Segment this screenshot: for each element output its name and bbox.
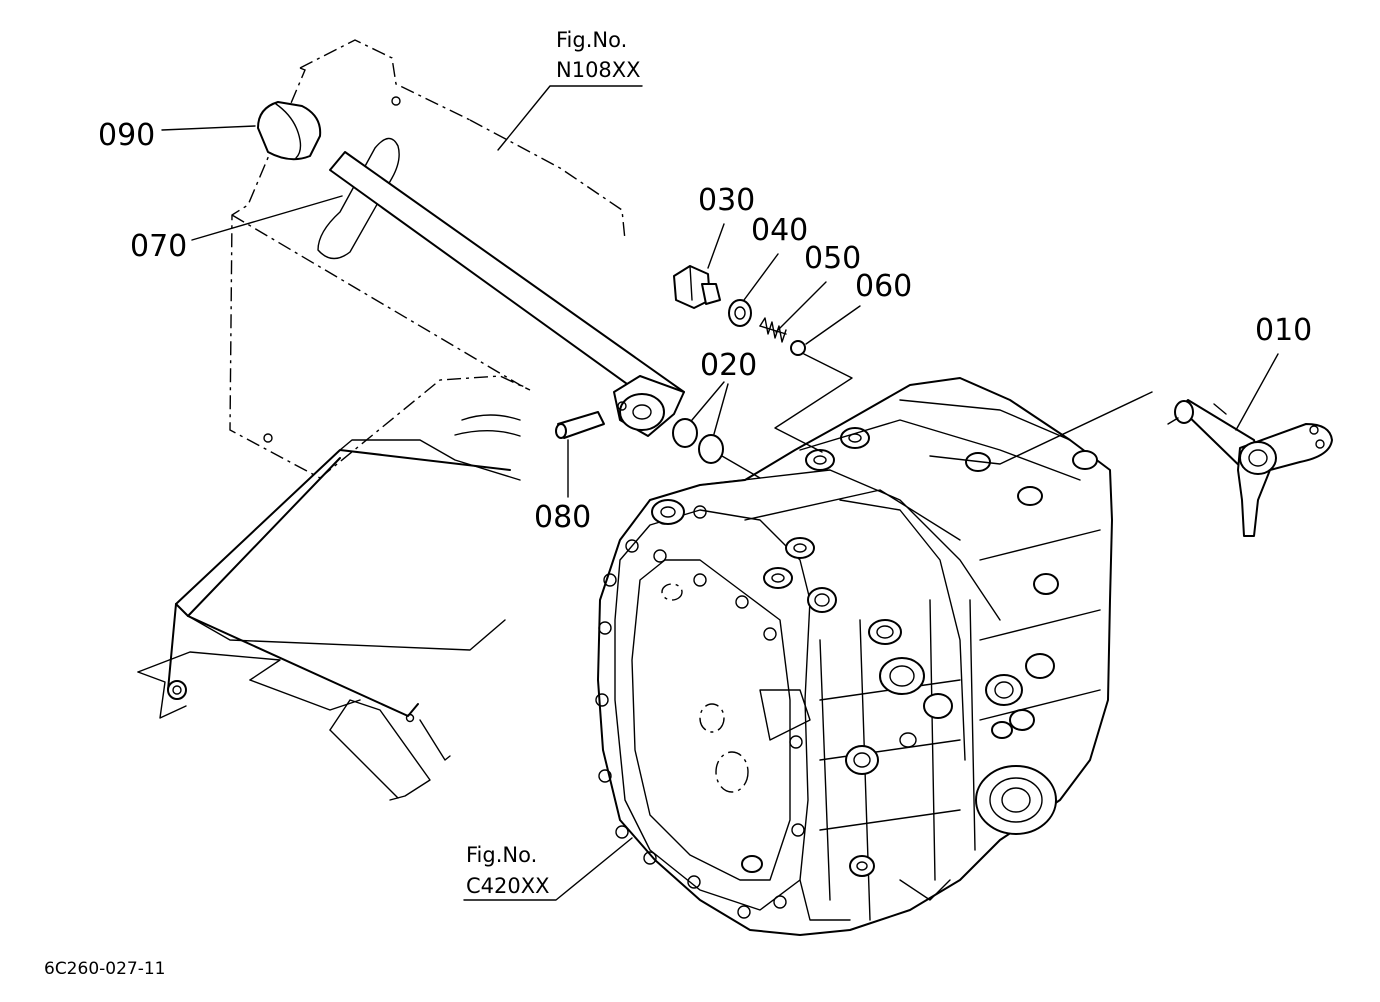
- fig-ref-prefix: Fig.No.: [466, 843, 537, 867]
- figure-reference-c420: Fig.No. C420XX: [466, 843, 550, 898]
- cover-shield: [137, 414, 521, 801]
- bearing-bores: [845, 653, 1055, 877]
- label-080: 080: [534, 500, 591, 535]
- label-030: 030: [698, 183, 755, 218]
- part-040-washer: [728, 299, 752, 327]
- label-090: 090: [98, 118, 155, 153]
- top-bosses: [651, 427, 1098, 645]
- fig-ref-prefix: Fig.No.: [556, 28, 627, 52]
- label-050: 050: [804, 241, 861, 276]
- part-070-shift-rod: [329, 151, 685, 437]
- fig-ref-number: N108XX: [556, 58, 641, 82]
- label-040: 040: [751, 213, 808, 248]
- label-070: 070: [130, 229, 187, 264]
- part-080-pin: [555, 411, 605, 439]
- leader-lines: [161, 85, 1279, 901]
- flange-bolt-holes: [595, 505, 805, 919]
- label-020: 020: [700, 348, 757, 383]
- part-090-knob: [257, 101, 322, 161]
- output-flange: [975, 765, 1057, 835]
- assembly-guide-lines: [721, 353, 1153, 479]
- part-010-shift-arm: [1167, 399, 1333, 537]
- label-060: 060: [855, 269, 912, 304]
- transmission-case: [595, 377, 1113, 936]
- fig-ref-number: C420XX: [466, 874, 550, 898]
- figure-reference-n108: Fig.No. N108XX: [556, 28, 641, 82]
- part-060-ball: [790, 340, 806, 356]
- frame-panel: [229, 39, 626, 479]
- part-030-plug: [673, 265, 721, 309]
- drawing-code: 6C260-027-11: [44, 959, 165, 979]
- label-010: 010: [1255, 313, 1312, 348]
- part-050-spring: [759, 317, 787, 343]
- part-020-o-rings: [672, 418, 724, 464]
- part-number-labels: 090 070 080 020 030 040 050 060 010: [98, 118, 1312, 535]
